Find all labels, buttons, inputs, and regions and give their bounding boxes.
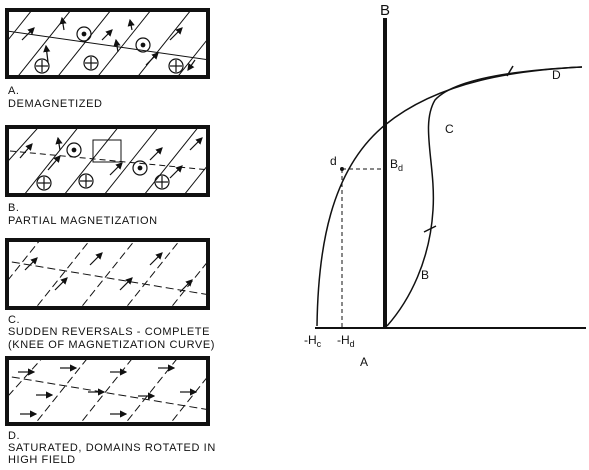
panel-d-box — [5, 356, 210, 426]
panel-a-letter: A. — [8, 85, 20, 97]
y-axis-label: B — [380, 2, 390, 19]
curve-label-d: D — [552, 68, 561, 82]
tick-c — [506, 65, 514, 77]
demagnetization-curve — [316, 66, 583, 327]
panel-a-caption: DEMAGNETIZED — [8, 98, 103, 110]
panel-a-box — [5, 8, 210, 79]
bd-label: Bd — [390, 157, 403, 173]
neg-hc-label: -Hc — [304, 333, 322, 349]
magnetization-graph: B d Bd B C D -Hc -Hd A — [304, 2, 586, 369]
panel-d-caption-line2: HIGH FIELD — [8, 454, 76, 466]
curve-label-b: B — [421, 268, 429, 282]
origin-label: A — [360, 355, 368, 369]
magnetization-curve — [386, 66, 583, 327]
neg-hd-label: -Hd — [337, 333, 355, 349]
point-d-label: d — [330, 154, 337, 168]
tick-b — [423, 225, 437, 233]
cross-symbols — [34, 55, 184, 74]
panel-c-caption-line2: (KNEE OF MAGNETIZATION CURVE) — [8, 339, 215, 351]
panel-c-letter: C. — [8, 314, 20, 326]
panel-b-box — [5, 125, 210, 197]
panel-b-caption: PARTIAL MAGNETIZATION — [8, 215, 158, 227]
point-d — [340, 167, 344, 171]
dot-symbols — [76, 26, 151, 53]
panel-d-letter: D. — [8, 430, 20, 442]
curve-label-c: C — [445, 122, 454, 136]
panel-b-letter: B. — [8, 202, 20, 214]
panel-c-caption-line1: SUDDEN REVERSALS - COMPLETE — [8, 326, 210, 338]
panel-c-box — [5, 238, 210, 310]
panel-d-caption-line1: SATURATED, DOMAINS ROTATED IN — [8, 442, 216, 454]
